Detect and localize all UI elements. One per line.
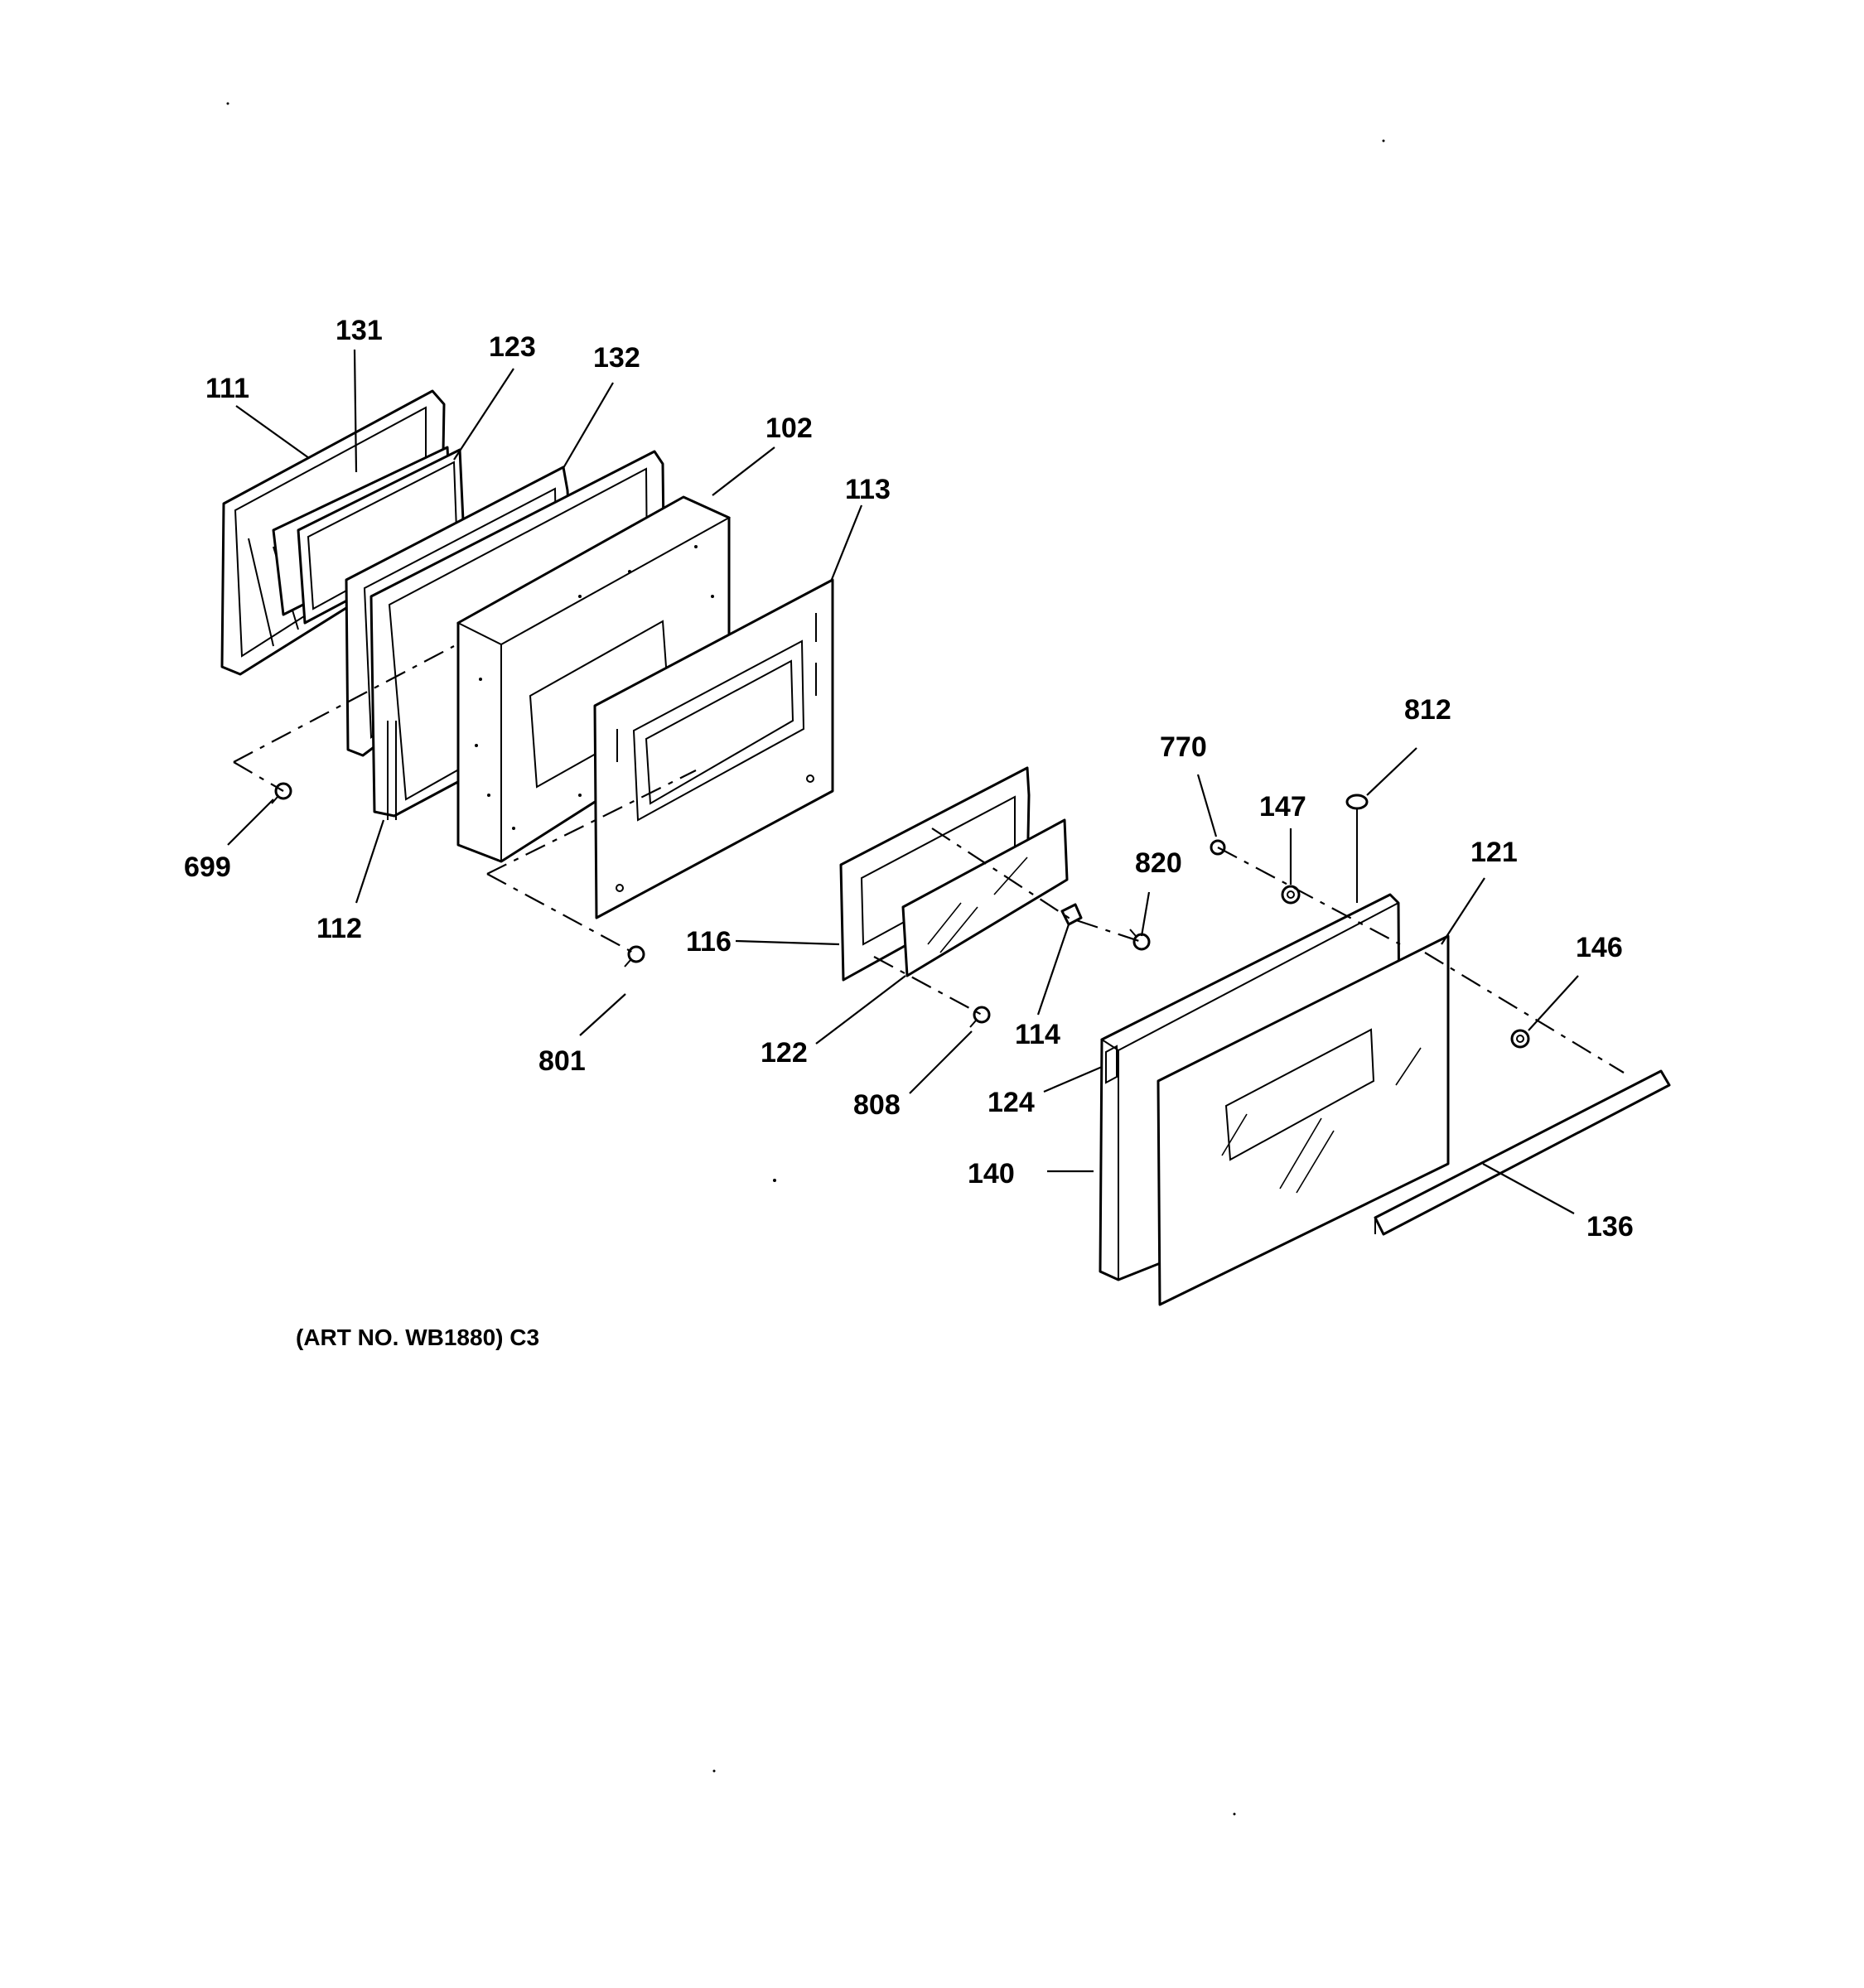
- scan-specks: [226, 102, 1385, 1816]
- label-121: 121: [1470, 837, 1518, 868]
- label-111: 111: [205, 373, 249, 404]
- label-812: 812: [1404, 694, 1451, 726]
- label-132: 132: [593, 342, 640, 374]
- label-147: 147: [1259, 791, 1306, 823]
- label-820: 820: [1135, 847, 1182, 879]
- label-116: 116: [686, 926, 732, 958]
- label-124: 124: [988, 1087, 1035, 1118]
- washer-147: [1281, 885, 1301, 905]
- screw-808: [969, 1006, 991, 1028]
- label-140: 140: [968, 1158, 1015, 1189]
- clip-114: [1060, 903, 1083, 926]
- art-number-caption: (ART NO. WB1880) C3: [296, 1325, 539, 1350]
- label-114: 114: [1015, 1019, 1060, 1050]
- label-122: 122: [761, 1037, 808, 1069]
- label-102: 102: [765, 413, 813, 444]
- part-113-inner-panel: [593, 578, 834, 919]
- assembly-lines: [233, 645, 1625, 1074]
- washer-146: [1510, 1029, 1530, 1049]
- part-136-trim-strip: [1374, 1069, 1671, 1236]
- label-801: 801: [538, 1045, 586, 1077]
- part-122-outer-glass: [901, 818, 1069, 977]
- screw-812: [1345, 794, 1369, 903]
- label-146: 146: [1576, 932, 1623, 963]
- label-770: 770: [1160, 731, 1207, 763]
- label-113: 113: [845, 474, 891, 505]
- screw-820: [1129, 929, 1151, 951]
- part-labels: 111 131 123 132 102 113 699 112 801 116 …: [184, 315, 1634, 1242]
- label-123: 123: [489, 331, 536, 363]
- label-131: 131: [336, 315, 383, 346]
- label-808: 808: [853, 1089, 901, 1121]
- label-112: 112: [316, 913, 362, 944]
- label-699: 699: [184, 852, 231, 883]
- leader-lines: [227, 349, 1579, 1214]
- part-121-outer-glass-panel: [1157, 934, 1450, 1306]
- screw-801: [624, 945, 645, 967]
- label-136: 136: [1586, 1211, 1634, 1242]
